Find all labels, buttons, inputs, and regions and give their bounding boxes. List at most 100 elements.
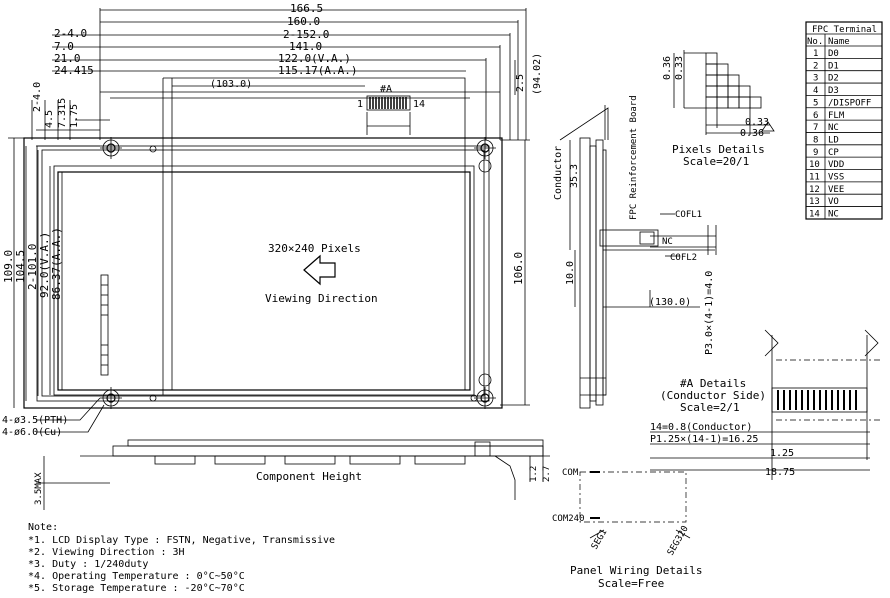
fpc-row-no: 12 (809, 185, 820, 195)
front-view (8, 8, 530, 433)
fpc-row-no: 4 (813, 86, 818, 96)
a-details-title: #A Details (680, 377, 746, 390)
text-labels: 166.5 160.0 2-152.0 141.0 122.0(V.A.) 11… (2, 2, 877, 594)
wiring-seg1: SEG1 (590, 528, 610, 552)
fpc-row-no: 2 (813, 61, 818, 71)
dim-h-86-aa: 86.37(A.A.) (50, 227, 63, 300)
dim-166-5: 166.5 (290, 2, 323, 15)
dim-left-21: 21.0 (54, 52, 81, 65)
dim-160: 160.0 (287, 15, 320, 28)
fpc-row-name: CP (828, 148, 839, 158)
fpc-row-no: 3 (813, 74, 818, 84)
fpc-row-no: 1 (813, 49, 818, 59)
component-height-label: Component Height (256, 470, 362, 483)
fpc-row-name: NC (828, 210, 839, 220)
a-details-subtitle: (Conductor Side) (660, 389, 766, 402)
fpc-row-no: 8 (813, 135, 818, 145)
mount-hole-bl (100, 387, 122, 409)
mount-hole-tr (474, 137, 496, 159)
fpc-row-name: /DISPOFF (828, 98, 871, 108)
fpc-board-label: FPC Reinforcement Board (629, 95, 639, 220)
mount-hole-tl (100, 137, 122, 159)
hole-label-pth: 4-ø3.5(PTH) (2, 415, 68, 426)
wiring-title: Panel Wiring Details (570, 564, 702, 577)
fpc-row-no: 6 (813, 111, 818, 121)
a-dim-pitch: P1.25×(14-1)=16.25 (650, 434, 758, 445)
notes-title: Note: (28, 522, 58, 533)
comp-dim-2-7: 2.7 (542, 466, 552, 482)
marker-a-end: 14 (413, 99, 425, 110)
dim-v-4-5: 4.5 (44, 110, 55, 128)
fpc-header-name: Name (828, 37, 850, 47)
fpc-row-no: 13 (809, 197, 820, 207)
side-dim-130: (130.0) (649, 297, 691, 308)
viewing-direction-label: Viewing Direction (265, 292, 378, 305)
marker-a-label: #A (380, 84, 392, 95)
pixel-dim-036-b: 0.36 (740, 128, 764, 139)
fpc-row-name: VEE (828, 185, 844, 195)
hole-label-cu: 4-ø6.0(Cu) (2, 427, 62, 438)
fpc-row-name: LD (828, 135, 839, 145)
fpc-row-no: 14 (809, 210, 820, 220)
dim-2-152: 2-152.0 (283, 28, 329, 41)
warning-triangle-icon (761, 121, 775, 132)
a-dim-18-75: 18.75 (765, 467, 795, 478)
a-details-scale: Scale=2/1 (680, 401, 740, 414)
fpc-row-name: D3 (828, 86, 839, 96)
dim-122-va: 122.0(V.A.) (278, 52, 351, 65)
nc-label: NC (662, 237, 673, 247)
dim-h-109: 109.0 (2, 250, 15, 283)
fpc-terminal-table (805, 21, 883, 220)
fpc-row-no: 9 (813, 148, 818, 158)
marker-a-start: 1 (357, 99, 363, 110)
dim-h-92-va: 92.0(V.A.) (38, 232, 51, 298)
fpc-row-no: 10 (809, 160, 820, 170)
side-dim-10: 10.0 (565, 261, 576, 285)
panel-wiring (579, 471, 691, 539)
fpc-table-title: FPC Terminal (812, 25, 877, 35)
dim-v-7-315: 7.315 (57, 98, 68, 128)
dim-141: 141.0 (289, 40, 322, 53)
pixel-details (673, 50, 770, 135)
side-dim-35-3: 35.3 (569, 164, 580, 188)
a-dim-1-25: 1.25 (770, 448, 794, 459)
mount-hole-br (474, 387, 496, 409)
viewing-direction-arrow (303, 254, 336, 286)
fpc-row-no: 11 (809, 173, 820, 183)
wiring-com: COM (562, 468, 579, 478)
dim-right-94: (94.02) (532, 53, 543, 95)
fpc-row-name: D2 (828, 74, 839, 84)
dim-103: (103.0) (210, 79, 252, 90)
note-2: *2. Viewing Direction : 3H (28, 547, 185, 558)
fpc-row-name: VDD (828, 160, 844, 170)
pixel-dim-033-b: 0.33 (745, 117, 769, 128)
fpc-header-no: No. (807, 37, 823, 47)
dim-left-7: 7.0 (54, 40, 74, 53)
fpc-row-name: D1 (828, 61, 839, 71)
note-5: *5. Storage Temperature : -20°C~70°C (28, 583, 245, 594)
fpc-row-name: VSS (828, 173, 844, 183)
fpc-row-name: FLM (828, 111, 845, 121)
pitch-label: P3.0×(4-1)=4.0 (704, 271, 715, 355)
note-3: *3. Duty : 1/240duty (28, 559, 148, 570)
conductor-label: Conductor (553, 146, 564, 200)
coef1-label: COFL1 (675, 210, 702, 220)
side-view (559, 105, 717, 409)
dim-h-104-5: 104.5 (14, 250, 27, 283)
wiring-com240: COM240 (552, 514, 585, 524)
fpc-connector-a (366, 95, 411, 111)
a-dim-conductor: 14=0.8(Conductor) (650, 422, 752, 433)
a-details (650, 329, 880, 480)
wiring-scale: Scale=Free (598, 577, 664, 590)
max-height-label: 3.5MAX (34, 472, 44, 505)
dim-h-2-101: 2-101.0 (26, 244, 39, 290)
dim-right-106: 106.0 (512, 252, 525, 285)
note-4: *4. Operating Temperature : 0°C~50°C (28, 571, 245, 582)
dim-right-2-5: 2.5 (515, 74, 526, 92)
component-view (36, 439, 550, 510)
dim-v-1-75: 1.75 (69, 104, 80, 128)
pixel-dim-036-a: 0.36 (662, 56, 673, 80)
fpc-row-no: 5 (813, 98, 818, 108)
